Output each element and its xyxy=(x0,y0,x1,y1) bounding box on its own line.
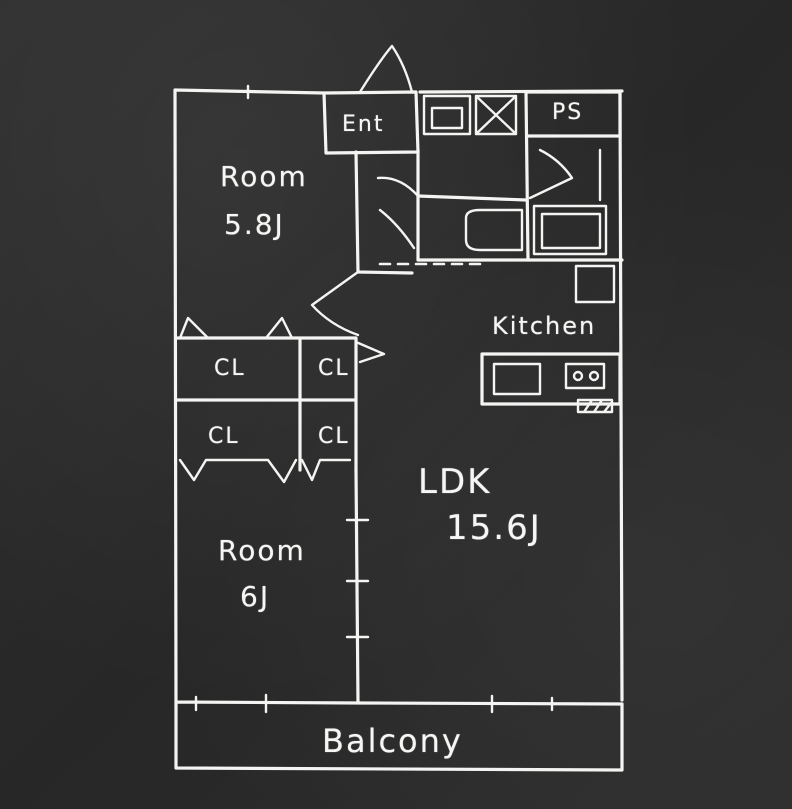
washroom-wall xyxy=(416,90,530,262)
balcony-label: Balcony xyxy=(322,722,463,760)
toilet xyxy=(464,208,524,252)
closet-label-a: CL xyxy=(214,356,246,381)
bath-zone-wall xyxy=(416,148,624,262)
washbasin xyxy=(422,94,472,136)
kitchen-counter xyxy=(480,352,622,406)
room1-size-label: 5.8J xyxy=(224,208,285,241)
closet-label-c: CL xyxy=(208,424,240,449)
room2-wall xyxy=(354,468,360,704)
fridge xyxy=(574,264,616,304)
pipe-space-label: PS xyxy=(552,100,584,125)
ldk-name-label: LDK xyxy=(418,462,492,502)
closet-top-doors xyxy=(178,316,294,340)
entrance-door-swing xyxy=(358,44,414,94)
sink xyxy=(492,362,542,396)
bath-door-swing xyxy=(376,176,420,250)
room2-name-label: Room xyxy=(218,534,306,567)
stove xyxy=(564,362,606,390)
closet-label-b: CL xyxy=(318,356,350,381)
closet-grid xyxy=(174,336,358,472)
closet-label-d: CL xyxy=(318,424,350,449)
ldk-size-label: 15.6J xyxy=(446,508,542,548)
room1-door xyxy=(310,270,360,337)
outer-wall xyxy=(173,88,624,707)
closet-side-door xyxy=(354,340,386,364)
burner-left xyxy=(572,370,584,382)
ps-box xyxy=(524,90,622,138)
room2-size-label: 6J xyxy=(240,580,271,613)
closet-bottom-doors xyxy=(178,458,352,484)
hall-door-swing xyxy=(528,148,602,202)
counter-hatch xyxy=(576,398,614,414)
room1-name-label: Room xyxy=(220,160,308,193)
kitchen-label: Kitchen xyxy=(492,312,597,340)
burner-right xyxy=(588,370,600,382)
balcony-outline xyxy=(174,702,624,772)
washing-machine xyxy=(474,94,518,136)
bathtub xyxy=(532,204,608,256)
entrance-label: Ent xyxy=(342,112,385,137)
